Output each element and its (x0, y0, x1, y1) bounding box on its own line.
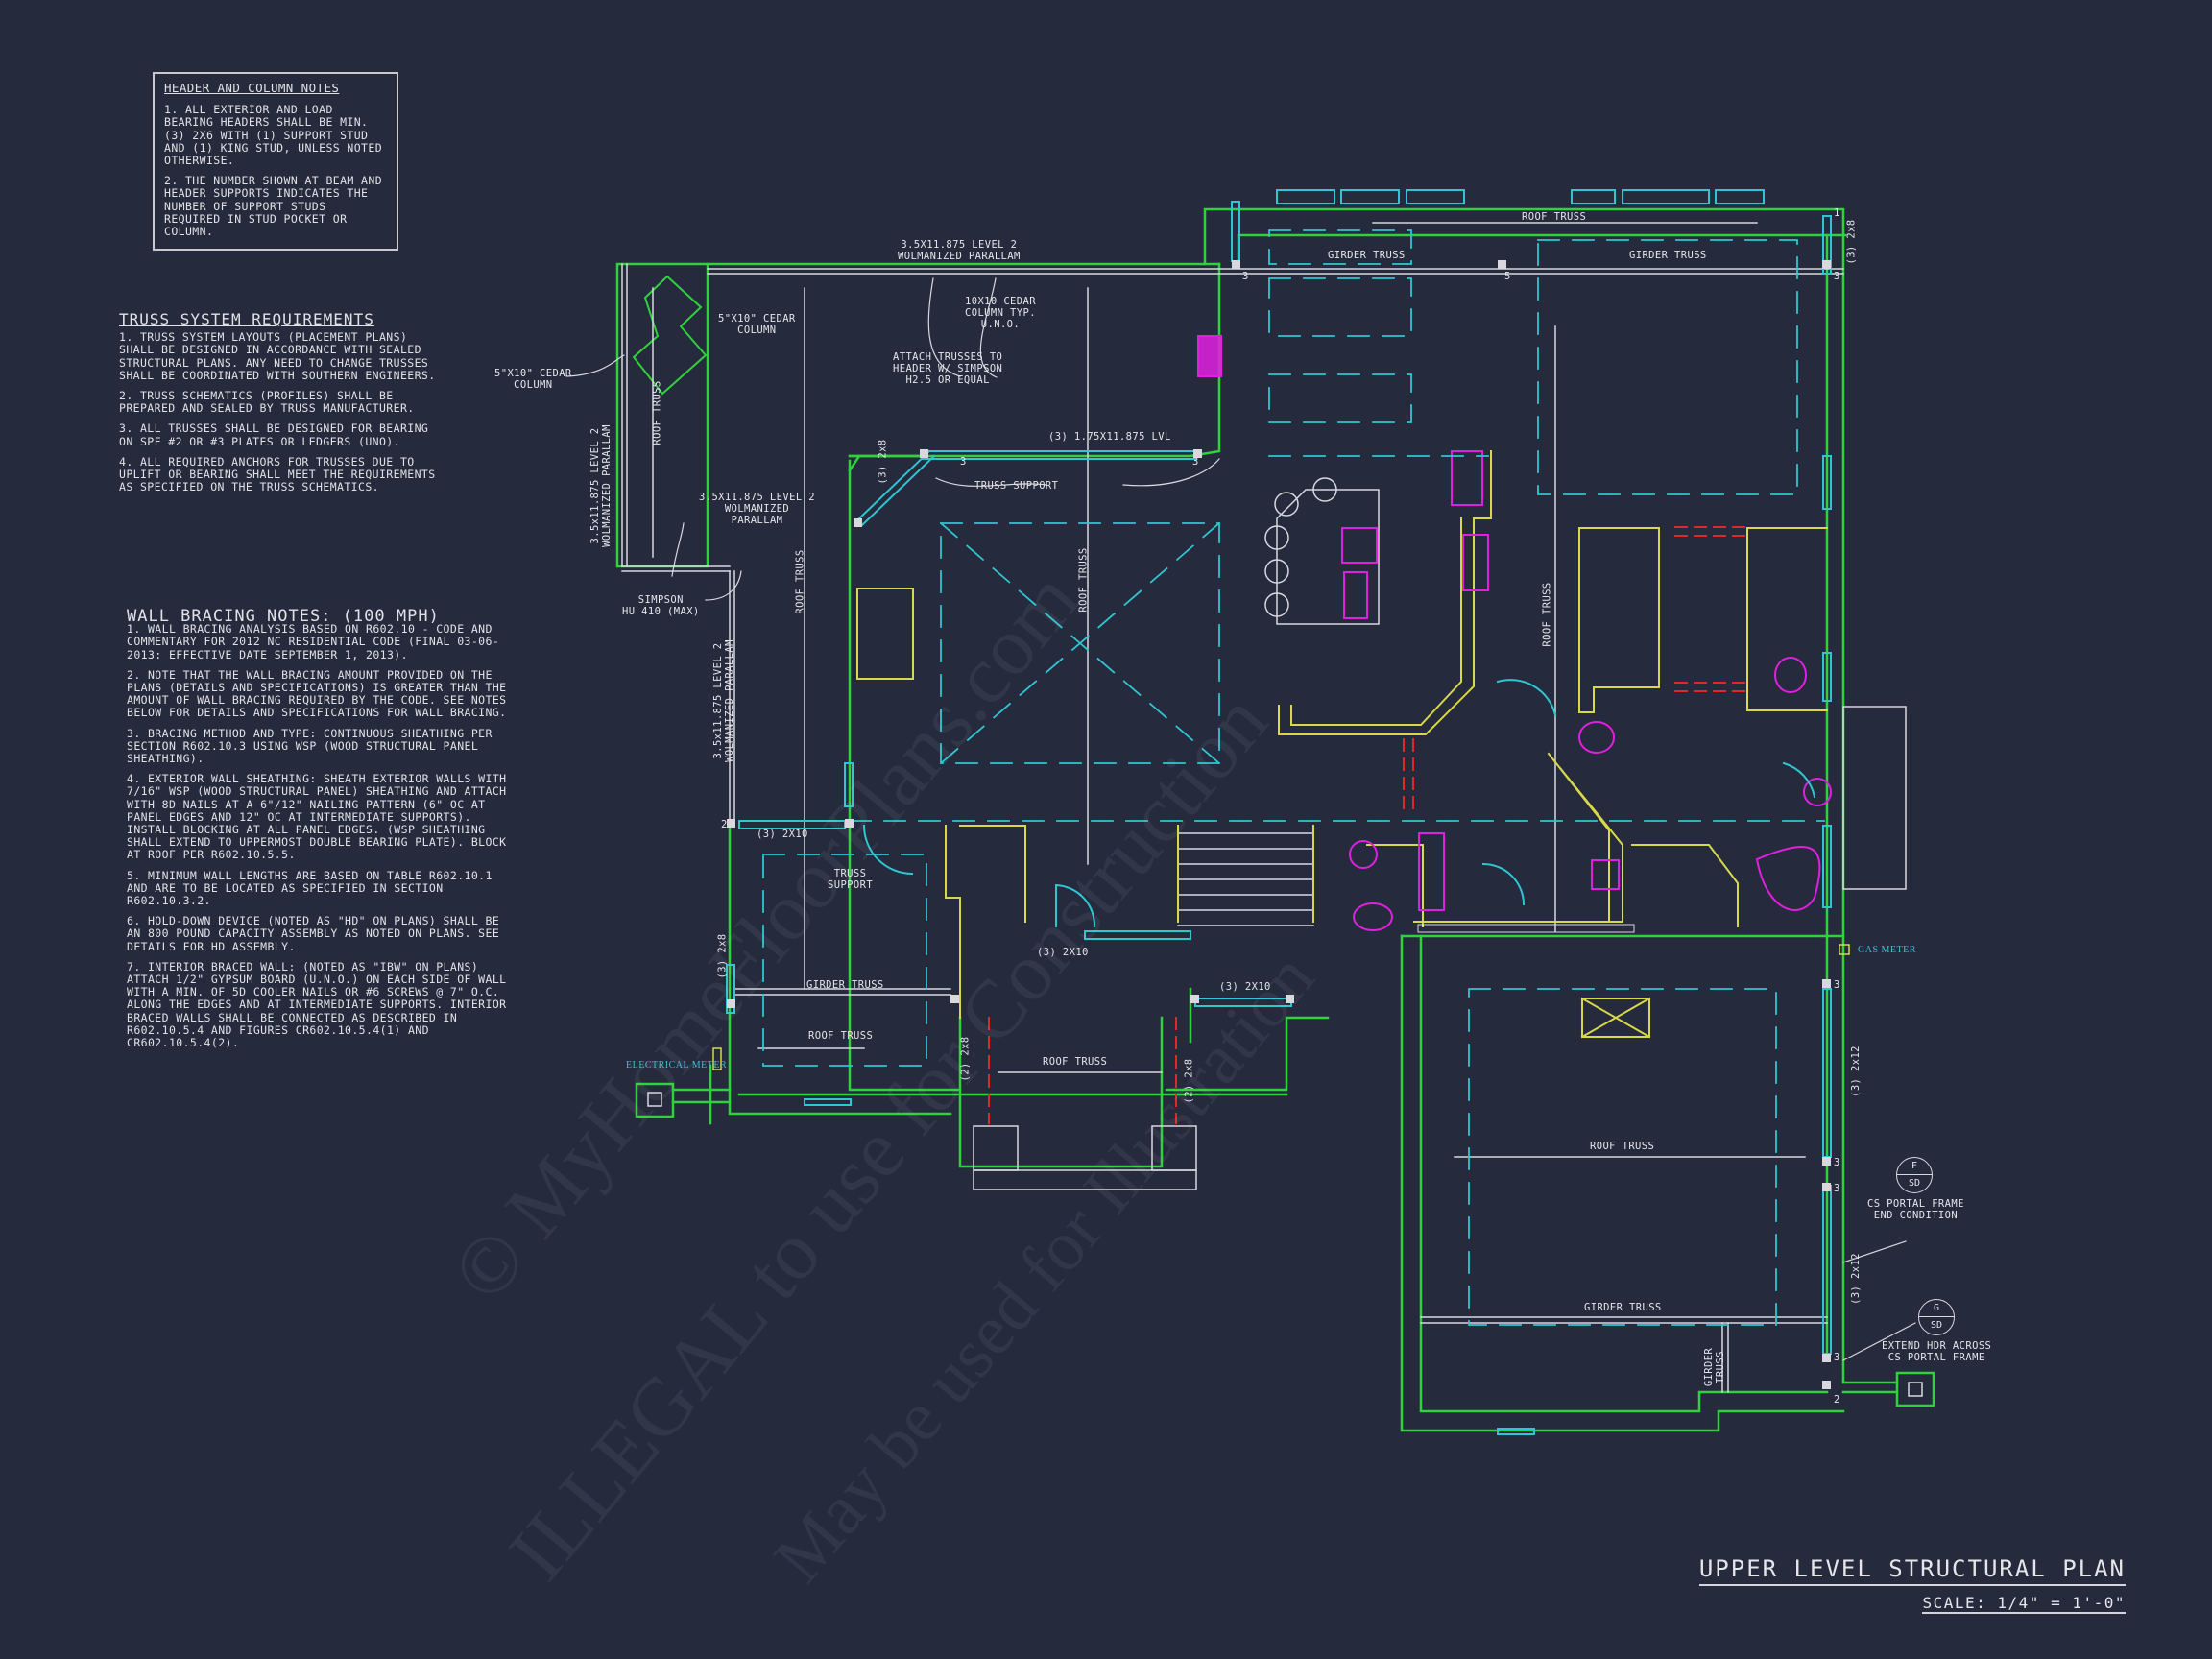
stud-count: 2 (1834, 1394, 1840, 1406)
label-girder-truss-v: GIRDER TRUSS (1703, 1347, 1727, 1387)
truss-note-3: 3. ALL TRUSSES SHALL BE DESIGNED FOR BEA… (119, 421, 429, 448)
gas-meter-icon (1839, 944, 1850, 955)
wall-bracing-note-1: 1. WALL BRACING ANALYSIS BASED ON R602.1… (127, 622, 500, 661)
stud-count: 3 (1834, 1183, 1840, 1194)
label-electrical-meter: ELECTRICAL METER (626, 1060, 728, 1070)
label-parallam-top: 3.5x11.875 LEVEL 2 WOLMANIZED PARALLAM (898, 239, 1021, 262)
wall-bracing-notes: WALL BRACING NOTES: (100 MPH) 1. WALL BR… (127, 607, 511, 1057)
label-girder-truss-garage: GIRDER TRUSS (1584, 1302, 1662, 1313)
label-header-3-2x10-c: (3) 2x10 (1219, 981, 1271, 993)
header-column-notes-title: HEADER AND COLUMN NOTES (164, 81, 340, 95)
label-girder-truss-c: GIRDER TRUSS (806, 979, 884, 991)
label-girder-truss-b: GIRDER TRUSS (1629, 250, 1707, 261)
label-header-3-2x12-a: (3) 2x12 (1849, 1046, 1862, 1097)
stud-count: 3 (1834, 1157, 1840, 1168)
label-parallam-mid: 3.5x11.875 LEVEL 2 WOLMANIZED PARALLAM (699, 492, 815, 526)
interior-walls (856, 450, 1828, 1039)
label-roof-truss-left: ROOF TRUSS (651, 380, 663, 445)
truss-requirements-title: TRUSS SYSTEM REQUIREMENTS (119, 310, 374, 328)
label-detail-g: EXTEND HDR ACROSS CS PORTAL FRAME (1882, 1340, 1992, 1363)
detail-f-letter: F (1911, 1161, 1918, 1171)
label-roof-truss-top: ROOF TRUSS (1522, 211, 1587, 223)
exterior-walls (615, 207, 1936, 1432)
detail-g-sheet: SD (1930, 1320, 1943, 1331)
stud-count: 3 (1834, 979, 1840, 991)
truss-note-2: 2. TRUSS SCHEMATICS (PROFILES) SHALL BE … (119, 389, 415, 416)
wall-bracing-note-2: 2. NOTE THAT THE WALL BRACING AMOUNT PRO… (127, 667, 507, 720)
label-header-3-2x10-b: (3) 2x10 (1037, 947, 1089, 958)
fixtures (1197, 335, 1832, 931)
truss-note-1: 1. TRUSS SYSTEM LAYOUTS (PLACEMENT PLANS… (119, 330, 436, 382)
plan-title: UPPER LEVEL STRUCTURAL PLAN (1698, 1555, 2126, 1586)
truss-note-4: 4. ALL REQUIRED ANCHORS FOR TRUSSES DUE … (119, 454, 436, 494)
label-cedar-column-b: 5"x10" CEDAR COLUMN (494, 368, 572, 391)
stud-count: 3 (960, 456, 967, 468)
label-roof-truss-garage: ROOF TRUSS (1590, 1141, 1655, 1152)
label-header-3-2x10-a: (3) 2x10 (757, 829, 808, 840)
truss-requirements-notes: TRUSS SYSTEM REQUIREMENTS 1. TRUSS SYSTE… (119, 310, 436, 501)
stud-count: 2 (721, 819, 728, 830)
header-column-notes-box: HEADER AND COLUMN NOTES 1. ALL EXTERIOR … (153, 72, 398, 251)
label-roof-truss-porch: ROOF TRUSS (808, 1030, 874, 1042)
label-roof-truss-right: ROOF TRUSS (1541, 582, 1553, 647)
stud-pockets (727, 260, 1831, 1389)
detail-bubble-f[interactable]: F SD (1896, 1157, 1933, 1193)
label-header-3-2x12-b: (3) 2x12 (1849, 1253, 1862, 1305)
detail-f-sheet: SD (1908, 1178, 1921, 1189)
header-note-1: 1. ALL EXTERIOR AND LOAD BEARING HEADERS… (164, 103, 383, 168)
stud-count: 3 (1834, 271, 1840, 282)
label-detail-f: CS PORTAL FRAME END CONDITION (1867, 1198, 1964, 1221)
detail-g-letter: G (1933, 1303, 1940, 1313)
plan-scale: SCALE: 1/4" = 1'-0" (1922, 1594, 2126, 1614)
stud-count: 5 (1504, 271, 1511, 282)
plan-title-block: UPPER LEVEL STRUCTURAL PLAN SCALE: 1/4" … (1698, 1555, 2126, 1614)
red-dashed-lines (988, 526, 1748, 1124)
label-roof-truss-mid: ROOF TRUSS (794, 549, 806, 614)
stud-count: 1 (1834, 207, 1840, 219)
beams (621, 222, 1907, 1393)
leader-lines (565, 277, 1916, 1361)
label-simpson: SIMPSON HU 410 (MAX) (622, 594, 700, 617)
wall-bracing-note-7: 7. INTERIOR BRACED WALL: (NOTED AS "IBW"… (127, 959, 507, 1050)
detail-bubble-g[interactable]: G SD (1918, 1299, 1955, 1335)
label-gas-meter: GAS METER (1858, 945, 1916, 955)
stud-count: 3 (1192, 456, 1199, 468)
label-parallam-lower: 3.5x11.875 LEVEL 2 WOLMANIZED PARALLAM (711, 639, 735, 762)
label-header-3-2x8-a: (3) 2x8 (877, 439, 889, 485)
label-girder-truss-a: GIRDER TRUSS (1328, 250, 1406, 261)
label-cedar-column-a: 5"x10" CEDAR COLUMN (718, 313, 796, 336)
label-cedar-10x10: 10x10 CEDAR COLUMN TYP. U.N.O. (965, 296, 1036, 330)
electrical-meter-icon (712, 1047, 722, 1070)
label-truss-support-a: TRUSS SUPPORT (974, 480, 1059, 492)
wall-bracing-note-4: 4. EXTERIOR WALL SHEATHING: SHEATH EXTER… (127, 772, 507, 862)
wall-bracing-title: WALL BRACING NOTES: (100 MPH) (127, 607, 440, 626)
wall-bracing-note-6: 6. HOLD-DOWN DEVICE (NOTED AS "HD" ON PL… (127, 914, 500, 953)
wall-bracing-note-5: 5. MINIMUM WALL LENGTHS ARE BASED ON TAB… (127, 868, 493, 908)
stud-count: 3 (1242, 271, 1249, 282)
label-lvl-beam: (3) 1.75x11.875 LVL (1048, 431, 1171, 443)
label-header-3-2x8-b: (3) 2x8 (1845, 219, 1858, 265)
label-attach-trusses: ATTACH TRUSSES TO HEADER W/ SIMPSON H2.5… (893, 351, 1003, 386)
wall-bracing-note-3: 3. BRACING METHOD AND TYPE: CONTINUOUS S… (127, 726, 493, 766)
label-roof-truss-entry: ROOF TRUSS (1043, 1056, 1108, 1068)
stud-count: 3 (1834, 1352, 1840, 1363)
label-truss-support-b: TRUSS SUPPORT (828, 868, 874, 891)
header-note-2: 2. THE NUMBER SHOWN AT BEAM AND HEADER S… (164, 174, 383, 239)
label-parallam-left: 3.5x11.875 LEVEL 2 WOLMANIZED PARALLAM (589, 424, 613, 547)
